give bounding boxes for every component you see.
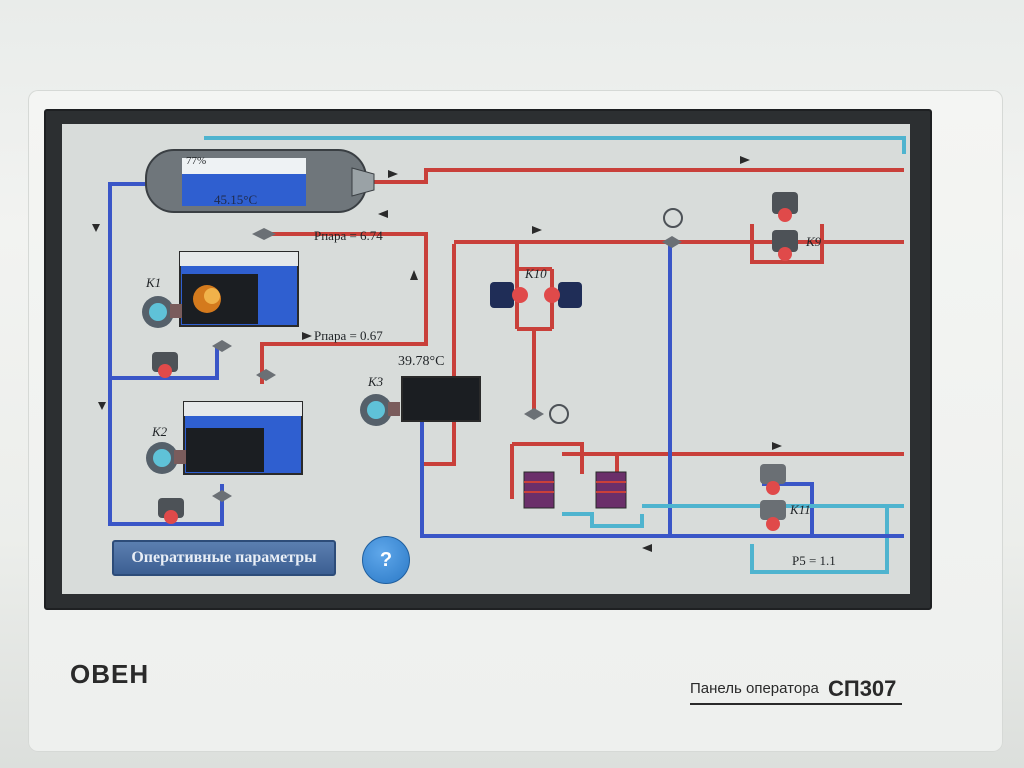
boiler-k2 — [183, 401, 303, 475]
fan-k1 — [142, 296, 182, 328]
pump-k9-bottom — [772, 230, 798, 261]
label-k11: К11 — [790, 502, 811, 517]
label-k1: К1 — [146, 275, 162, 290]
steam-pressure-middle: Рпара = 0.67 — [314, 328, 383, 343]
tank-level-readout: 77% — [186, 155, 207, 167]
label-k2: К2 — [152, 424, 168, 439]
model-prefix: Панель оператора — [690, 680, 819, 697]
pump-k1-circuit — [152, 352, 178, 378]
label-k9: К9 — [806, 234, 822, 249]
heat-exchanger-right — [595, 471, 627, 509]
model-underline — [690, 703, 902, 705]
pump-k10-left — [490, 282, 528, 308]
actuator-motor-mid — [549, 404, 569, 424]
label-k3: К3 — [368, 374, 384, 389]
return-pipes — [562, 504, 904, 528]
fan-k3 — [360, 394, 400, 426]
heater-k3 — [401, 376, 481, 422]
flow-arrows — [92, 156, 782, 552]
pump-k2-circuit — [158, 498, 184, 524]
process-mimic-diagram — [92, 136, 906, 574]
valves — [212, 228, 682, 502]
boiler-k3-temperature: 39.78°C — [398, 354, 445, 369]
heat-exchanger-left — [523, 471, 555, 509]
actuator-motor-top — [663, 208, 683, 228]
boiler-k1 — [179, 251, 299, 327]
steam-pressure-top: Рпара = 6.74 — [314, 228, 383, 243]
aux-pipe-top — [204, 136, 906, 154]
tank-temperature-readout: 45.15°C — [214, 192, 258, 207]
hot-pipes — [260, 168, 904, 499]
pump-k10-right — [544, 282, 582, 308]
operational-params-button[interactable]: Оперативные параметры — [112, 540, 336, 576]
pump-k9-top — [772, 192, 798, 222]
brand-logo: ОВЕН — [70, 659, 150, 689]
fan-k2 — [146, 442, 186, 474]
storage-tank — [145, 149, 375, 213]
model-name: СП307 — [828, 676, 897, 701]
pressure-p5: Р5 = 1.1 — [792, 553, 836, 568]
label-k10: К10 — [525, 266, 547, 281]
pump-k11-top — [760, 464, 786, 495]
help-button[interactable]: ? — [362, 536, 410, 584]
pump-k11-bottom — [760, 500, 786, 531]
